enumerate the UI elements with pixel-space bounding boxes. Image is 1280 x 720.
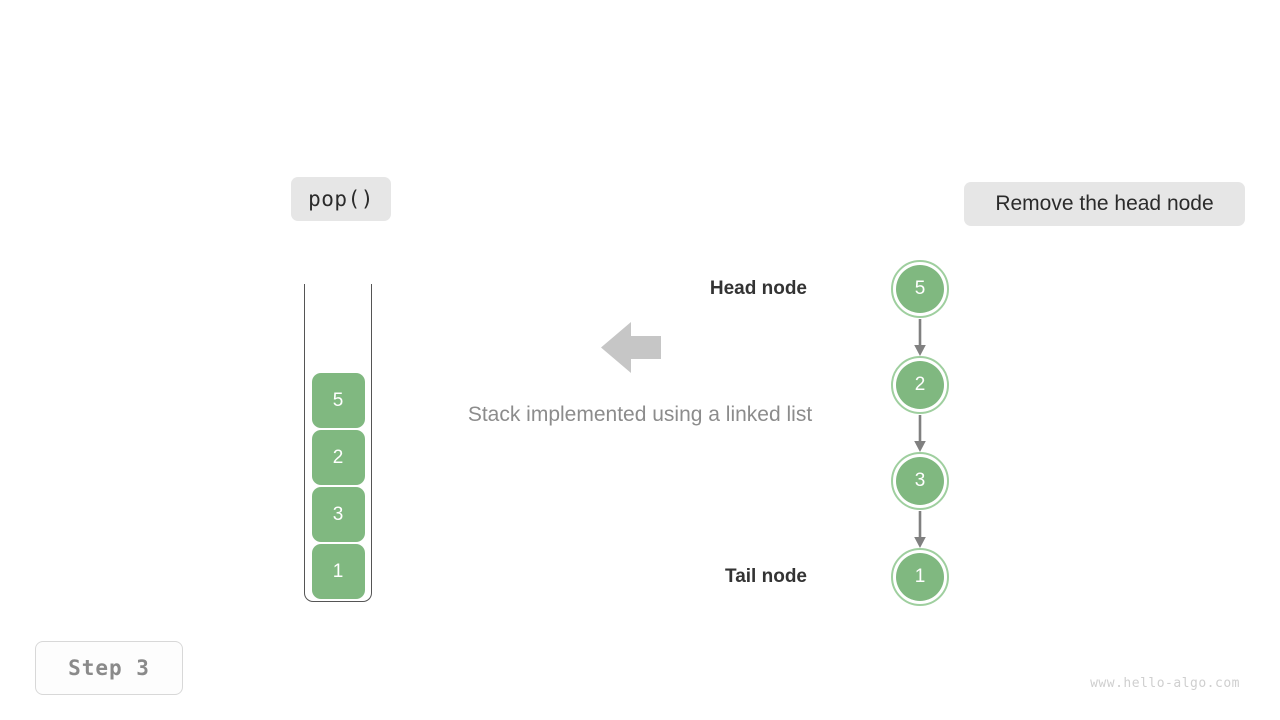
list-node-value: 2 xyxy=(896,361,944,409)
stack-cell: 3 xyxy=(311,487,365,542)
stack-cell: 2 xyxy=(311,430,365,485)
list-node: 2 xyxy=(891,356,949,414)
left-arrow-icon xyxy=(601,322,661,373)
step-indicator: Step 3 xyxy=(35,641,183,695)
down-arrow-icon xyxy=(914,319,926,356)
down-arrow-icon xyxy=(914,511,926,548)
watermark: www.hello-algo.com xyxy=(1090,676,1240,691)
list-node: 1 xyxy=(891,548,949,606)
stack-cell: 5 xyxy=(311,373,365,428)
stack-container xyxy=(304,284,372,602)
list-node-value: 3 xyxy=(896,457,944,505)
down-arrow-icon xyxy=(914,415,926,452)
list-node: 5 xyxy=(891,260,949,318)
list-node-value: 5 xyxy=(896,265,944,313)
linked-list-diagram: Head node 5 2 3 Tail node 1 xyxy=(710,250,1000,620)
operation-label: pop() xyxy=(291,177,391,221)
stack-cell: 1 xyxy=(311,544,365,599)
action-label: Remove the head node xyxy=(964,182,1245,226)
stack-diagram: 5 2 3 1 xyxy=(304,284,374,604)
list-node: 3 xyxy=(891,452,949,510)
caption-text: Stack implemented using a linked list xyxy=(467,403,813,426)
list-node-value: 1 xyxy=(896,553,944,601)
stack-cell-list: 5 2 3 1 xyxy=(304,373,372,599)
tail-node-label: Tail node xyxy=(725,566,807,587)
head-node-label: Head node xyxy=(709,278,807,299)
